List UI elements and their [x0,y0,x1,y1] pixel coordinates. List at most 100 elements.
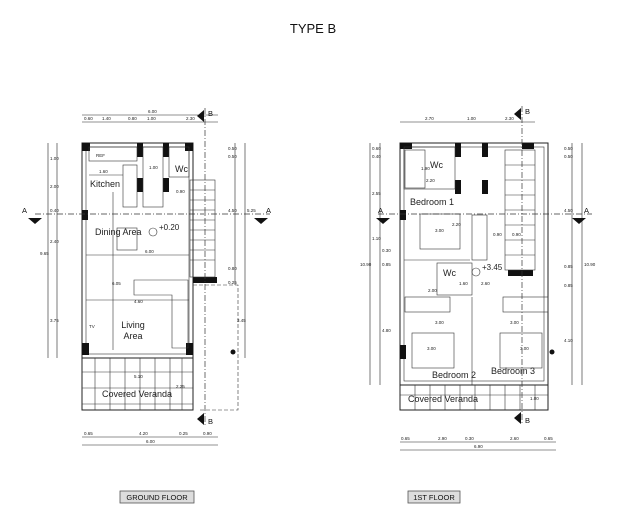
dim-label: 2.55 [372,191,381,196]
ground-floor-label: GROUND FLOOR [126,493,188,502]
section-b-marker: B [208,109,213,118]
dim-label: 4.50 [564,208,573,213]
ground-floor-plan: 6.00 0.60 1.40 0.80 1.00 2.30 [22,108,271,446]
dim-label: 0.40 [372,154,381,159]
room-label-bedroom-1: Bedroom 1 [410,197,454,207]
dim-label: 2.30 [505,116,514,121]
dim-label: 0.85 [564,264,573,269]
level-label: +0.20 [159,223,180,232]
dim-label: 3.00 [510,320,519,325]
dim-label: 2.20 [426,178,435,183]
room-label-kitchen: Kitchen [90,179,120,189]
dim-label: 4.20 [139,431,148,436]
dim-label: 2.25 [176,384,185,389]
dim-label: 2.70 [425,116,434,121]
dim-label: 6.90 [474,444,483,449]
dim-label: 1.90 [421,166,430,171]
dim-label: 0.65 [544,436,553,441]
first-floor-tag [407,490,461,504]
dim-label: 0.85 [382,262,391,267]
plot-outline [193,284,239,411]
section-b-marker: B [525,107,530,116]
veranda [399,384,549,411]
dim-label: 3.00 [427,346,436,351]
level-marker-icon [471,267,481,277]
dim-label: 6.00 [148,109,157,114]
dim-label: 0.60 [372,146,381,151]
dim-label: 3.00 [435,228,444,233]
dim-label: 0.50 [564,154,573,159]
wardrobe [471,214,488,261]
dim-label: 1.60 [99,169,108,174]
dim-label: 0.90 [203,431,212,436]
dim-label: 0.80 [228,266,237,271]
dim-label: 6.00 [145,249,154,254]
dim-label: 3.75 [50,318,59,323]
drawing-title: TYPE B [290,21,336,36]
dim-label: 2.00 [428,288,437,293]
section-a-marker: A [378,206,383,215]
dim-label: 1.40 [102,116,111,121]
dim-label: 1.00 [50,156,59,161]
section-a-marker: A [22,206,27,215]
dim-label: 1.00 [530,396,539,401]
room-label-bedroom-3: Bedroom 3 [491,366,535,376]
section-b-marker: B [525,416,530,425]
section-a-marker: A [266,206,271,215]
dim-label: 0.90 [493,232,502,237]
dim-label: 0.25 [179,431,188,436]
dim-label: 10.90 [584,262,596,267]
dim-label: 0.90 [512,232,521,237]
dim-label: 6.00 [146,439,155,444]
tv-label: TV [89,324,95,329]
dim-label: 2.60 [510,436,519,441]
dim-label: REF [96,153,105,158]
dim-label: 2.90 [438,436,447,441]
dim-label: 0.85 [564,283,573,288]
ground-floor-tag [119,490,195,504]
room-label-wc: Wc [175,164,188,174]
level-label: +3.45 [482,263,503,272]
dim-label: 5.10 [134,374,143,379]
dim-label: 2.40 [50,239,59,244]
dim-label: 0.80 [128,116,137,121]
first-floor-label: 1ST FLOOR [413,493,455,502]
dim-label: 0.50 [228,146,237,151]
dim-label: 4.10 [564,338,573,343]
dim-label: 2.00 [50,184,59,189]
dim-label: 0.65 [401,436,410,441]
room-label-wc: Wc [443,268,456,278]
dim-label: 1.00 [149,165,158,170]
dim-label: 0.60 [84,116,93,121]
dim-label: 0.30 [465,436,474,441]
dim-label: 10.90 [360,262,372,267]
room-label-living: Area [123,331,142,341]
dim-label: 1.10 [372,236,381,241]
sofa [133,279,189,349]
veranda [81,357,194,411]
dim-label: 0.40 [50,208,59,213]
dim-label: 0.30 [382,248,391,253]
dim-label: 0.50 [564,146,573,151]
level-marker-icon [148,227,158,237]
dim-label: 0.90 [176,189,185,194]
room-label-veranda: Covered Veranda [408,394,478,404]
dim-label: 3.45 [237,318,246,323]
dim-label: 4.50 [228,208,237,213]
room-label-dining: Dining Area [95,227,142,237]
section-b-marker: B [208,417,213,426]
dim-label: 1.00 [467,116,476,121]
room-label-living: Living [121,320,145,330]
dim-label: 2.60 [481,281,490,286]
dim-label: 0.50 [228,154,237,159]
exterior-wall [399,142,549,386]
bed [499,332,543,369]
dim-label: 4.80 [382,328,391,333]
dim-label: 6.05 [112,281,121,286]
dim-label: 9.65 [40,251,49,256]
bed [419,213,461,250]
room-label-bedroom-2: Bedroom 2 [432,370,476,380]
dim-label: 1.60 [459,281,468,286]
dim-label: 3.00 [520,346,529,351]
